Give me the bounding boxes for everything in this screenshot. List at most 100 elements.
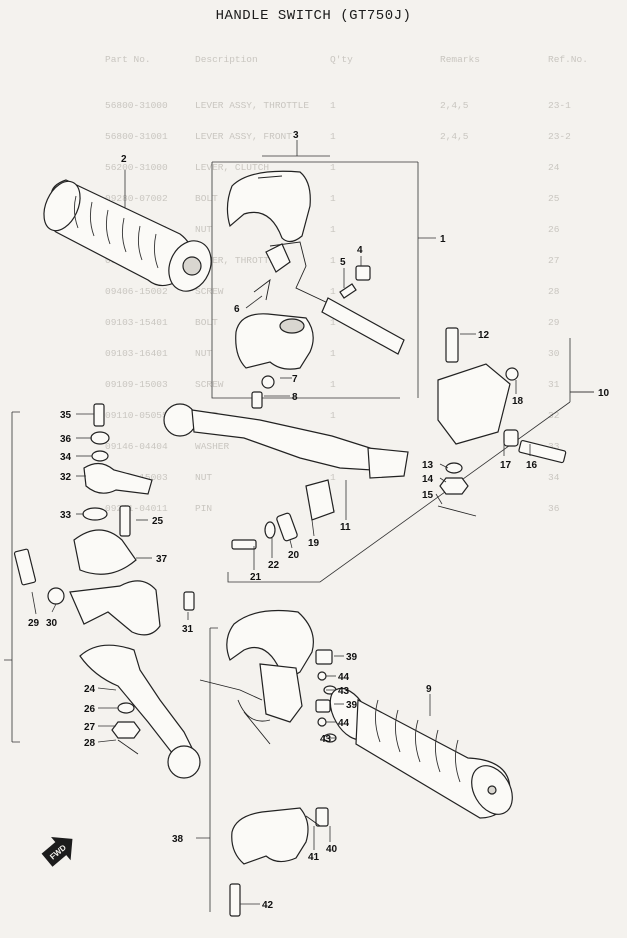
ghost-cell: 1: [330, 193, 336, 204]
callout-9: 9: [426, 684, 432, 695]
ghost-cell: 36: [548, 503, 560, 514]
ghost-cell: 56200-31000: [105, 162, 168, 173]
callout-44-upper: 44: [338, 672, 350, 683]
callout-17: 17: [500, 460, 512, 471]
ghost-cell: 28: [548, 286, 560, 297]
clutch-bracket-parts: [73, 403, 153, 575]
ghost-cell: 09103-15401: [105, 317, 168, 328]
throttle-bracket: [253, 241, 405, 355]
callout-14: 14: [422, 474, 434, 485]
callout-6: 6: [234, 304, 240, 315]
callout-27: 27: [84, 722, 96, 733]
ghost-header: Ref.No.: [548, 54, 588, 65]
callout-3: 3: [293, 130, 299, 141]
callout-24: 24: [84, 684, 96, 695]
group-frame-38: [196, 627, 218, 912]
ghost-cell: 09103-16401: [105, 348, 168, 359]
callout-31: 31: [182, 624, 194, 635]
callout-33: 33: [60, 510, 72, 521]
ghost-cell: 33: [548, 441, 560, 452]
ghost-cell: 27: [548, 255, 560, 266]
ghost-header: Part No.: [105, 54, 151, 65]
ghost-cell: 1: [330, 131, 336, 142]
callout-18: 18: [512, 396, 524, 407]
callout-20: 20: [288, 550, 300, 561]
ghost-cell: 09280-07002: [105, 193, 168, 204]
ghost-header: Description: [195, 54, 258, 65]
callout-13: 13: [422, 460, 434, 471]
ghost-cell: LEVER, CLUTCH: [195, 162, 270, 173]
callout-4: 4: [357, 245, 363, 256]
callout-43-upper: 43: [338, 686, 350, 697]
callout-39-upper: 39: [346, 652, 358, 663]
brake-lever: [163, 403, 409, 479]
callout-42: 42: [262, 900, 274, 911]
callout-36: 36: [60, 434, 72, 445]
group-frame-1: [211, 162, 400, 399]
ghost-cell: PIN: [195, 503, 213, 514]
ghost-cell: 31: [548, 379, 560, 390]
clutch-lever-bracket: [13, 548, 195, 636]
ghost-cell: 09211-04011: [105, 503, 168, 514]
callout-25: 25: [152, 516, 164, 527]
ghost-cell: WASHER: [195, 441, 230, 452]
callout-30: 30: [46, 618, 58, 629]
callout-8: 8: [292, 392, 298, 403]
ghost-cell: 1: [330, 255, 336, 266]
forward-arrow-icon: FWD: [41, 836, 73, 867]
callout-7: 7: [292, 374, 298, 385]
ghost-cell: COVER, THROTTLE: [195, 255, 281, 266]
clutch-lever: [79, 644, 201, 779]
ghost-cell: 2,4,5: [440, 100, 469, 111]
callout-26: 26: [84, 704, 96, 715]
ghost-header: Remarks: [440, 54, 480, 65]
callout-2: 2: [121, 154, 127, 165]
left-switch-housing-lower: [229, 807, 329, 917]
callout-12: 12: [478, 330, 490, 341]
ghost-cell: 1: [330, 348, 336, 359]
page-title: HANDLE SWITCH (GT750J): [215, 8, 412, 24]
ghost-cell: 1: [330, 379, 336, 390]
callout-19: 19: [308, 538, 320, 549]
ghost-cell: 1: [330, 286, 336, 297]
callout-43-lower: 43: [320, 734, 332, 745]
ghost-header: Q'ty: [330, 54, 353, 65]
ghost-cell: 56800-31001: [105, 131, 168, 142]
callout-32: 32: [60, 472, 72, 483]
ghost-cell: BOLT: [195, 193, 218, 204]
front-brake-clamp: [437, 327, 567, 517]
ghost-cell: 23-2: [548, 131, 571, 142]
callout-22: 22: [268, 560, 280, 571]
callout-37: 37: [156, 554, 168, 565]
ghost-cell: 1: [330, 224, 336, 235]
ghost-cell: 2,4,5: [440, 131, 469, 142]
right-grip: [329, 687, 513, 819]
switch-housing-top: [226, 170, 311, 243]
ghost-cell: 1: [330, 100, 336, 111]
callout-40: 40: [326, 844, 338, 855]
ghost-cell: 1: [330, 410, 336, 421]
callout-1: 1: [440, 234, 446, 245]
ghost-cell: SCREW: [195, 379, 224, 390]
ghost-cell: 56800-31000: [105, 100, 168, 111]
ghost-cell: NUT: [195, 224, 213, 235]
ghost-cell: 25: [548, 193, 560, 204]
ghost-cell: 32: [548, 410, 560, 421]
callout-41: 41: [308, 852, 320, 863]
lever-pivot-parts: [231, 479, 335, 550]
ghost-cell: 1: [330, 317, 336, 328]
ghost-cell: BOLT: [195, 317, 218, 328]
callout-35: 35: [60, 410, 72, 421]
ghost-cell: 34: [548, 472, 560, 483]
cable-adjuster: [339, 265, 371, 299]
callout-21: 21: [250, 572, 262, 583]
callout-28: 28: [84, 738, 96, 749]
callout-5: 5: [340, 257, 346, 268]
ghost-cell: 29: [548, 317, 560, 328]
group-frame-left: [4, 411, 20, 743]
ghost-cell: 23-1: [548, 100, 571, 111]
callout-15: 15: [422, 490, 434, 501]
ghost-cell: 09109-15003: [105, 379, 168, 390]
callout-38: 38: [172, 834, 184, 845]
